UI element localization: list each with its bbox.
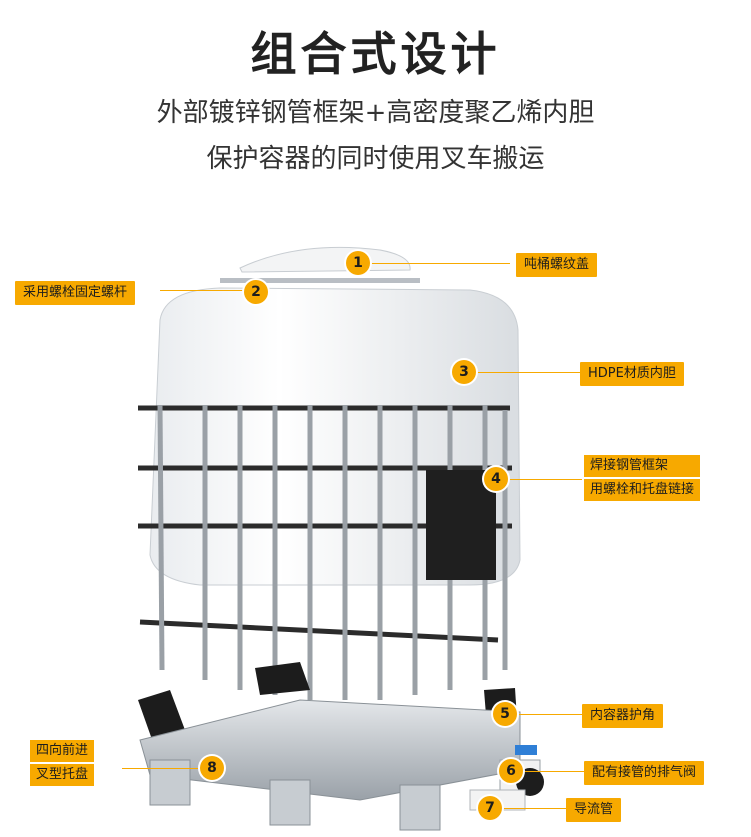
callout-label-8: 四向前进 叉型托盘: [30, 740, 95, 788]
screw-bar: [220, 278, 420, 283]
callout-label-1: 吨桶螺纹盖: [516, 253, 598, 277]
valve-handle: [516, 768, 544, 796]
callout-label-6: 配有接管的排气阀: [584, 761, 705, 785]
label-plate: [426, 470, 496, 580]
callout-4-line-2: 用螺栓和托盘链接: [584, 479, 701, 501]
subtitle-line-2: 保护容器的同时使用叉车搬运: [206, 144, 545, 174]
callout-badge-8: 8: [200, 756, 224, 780]
callout-badge-7: 7: [478, 796, 502, 820]
callout-8-line-2: 叉型托盘: [30, 764, 95, 786]
callout-badge-5: 5: [493, 702, 517, 726]
page-title: 组合式设计: [250, 27, 501, 81]
callout-label-2: 采用螺栓固定螺杆: [15, 281, 136, 305]
subtitle-line-1: 外部镀锌钢管框架+高密度聚乙烯内胆: [156, 98, 595, 128]
cap: [239, 246, 411, 273]
callout-badge-3: 3: [452, 360, 476, 384]
callout-badge-4: 4: [484, 467, 508, 491]
pallet: [139, 699, 521, 801]
callout-badge-1: 1: [346, 251, 370, 275]
callout-4-line-1: 焊接钢管框架: [584, 455, 701, 477]
callout-badge-2: 2: [244, 280, 268, 304]
callout-label-3: HDPE材质内胆: [580, 362, 684, 386]
callout-label-7: 导流管: [566, 798, 622, 822]
callout-label-5: 内容器护角: [582, 704, 664, 728]
callout-label-4: 焊接钢管框架 用螺栓和托盘链接: [584, 455, 701, 503]
callout-8-line-1: 四向前进: [30, 740, 95, 762]
callout-badge-6: 6: [499, 759, 523, 783]
cage-bars: [157, 404, 508, 700]
